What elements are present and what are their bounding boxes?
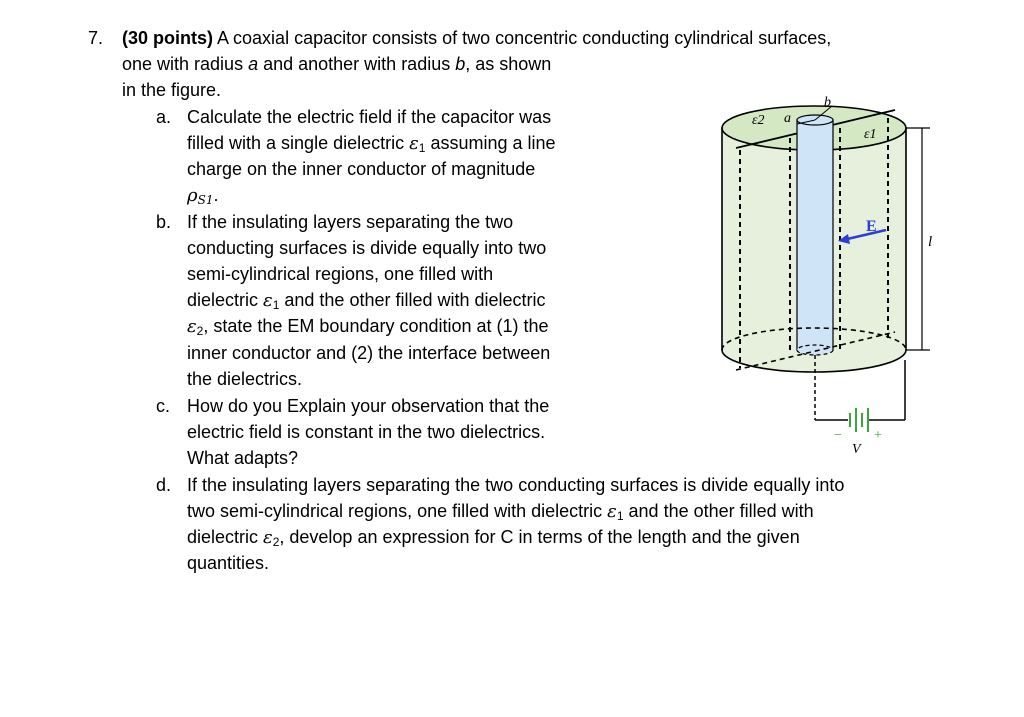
part-b-line-1: If the insulating layers separating the … bbox=[187, 212, 514, 232]
epsilon-symbol: ε bbox=[607, 501, 617, 522]
label-e: E bbox=[866, 218, 877, 235]
intro-text: and another with radius bbox=[258, 54, 456, 74]
subscript: 2 bbox=[272, 535, 280, 549]
part-d-letter: d. bbox=[156, 475, 172, 495]
text: , develop an expression for C in terms o… bbox=[279, 527, 800, 547]
question-intro-line-1: (30 points) A coaxial capacitor consists… bbox=[122, 28, 831, 49]
e-field-arrowhead bbox=[838, 234, 850, 244]
inner-conductor bbox=[796, 119, 834, 351]
epsilon-symbol: ε bbox=[263, 527, 273, 548]
var-b: b bbox=[455, 54, 466, 74]
coaxial-capacitor-figure: ε2 a b ε1 E l − + V bbox=[721, 95, 932, 457]
text: filled with a single dielectric bbox=[187, 133, 410, 153]
var-a: a bbox=[248, 54, 259, 74]
epsilon-symbol: ε bbox=[263, 290, 273, 311]
radius-a-line bbox=[796, 119, 816, 125]
rho-symbol: ρ bbox=[187, 185, 198, 206]
label-eps2: ε2 bbox=[752, 113, 765, 128]
subscript: S1 bbox=[197, 193, 214, 207]
inner-conductor-bottom bbox=[796, 344, 834, 356]
question-intro-line-3: in the figure. bbox=[122, 80, 222, 100]
label-b: b bbox=[824, 95, 831, 110]
label-l: l bbox=[928, 234, 932, 250]
subscript: 2 bbox=[196, 324, 204, 338]
part-b-line-3: semi-cylindrical regions, one filled wit… bbox=[187, 264, 494, 284]
subscript: 1 bbox=[272, 298, 280, 312]
question-number: 7. bbox=[88, 28, 104, 48]
text: , state the EM boundary condition at (1)… bbox=[203, 316, 549, 336]
part-c-line-1: How do you Explain your observation that… bbox=[187, 396, 550, 416]
part-a-letter: a. bbox=[156, 107, 172, 127]
subscript: 1 bbox=[616, 509, 624, 523]
text: and the other filled with bbox=[623, 501, 814, 521]
label-plus: + bbox=[874, 428, 882, 443]
text: assuming a line bbox=[425, 133, 556, 153]
part-c-line-3: What adapts? bbox=[187, 448, 299, 468]
question-intro-text-1: A coaxial capacitor consists of two conc… bbox=[213, 28, 832, 48]
part-c-letter: c. bbox=[156, 396, 171, 416]
epsilon-symbol: ε bbox=[187, 316, 197, 337]
intro-text: one with radius bbox=[122, 54, 249, 74]
label-a: a bbox=[784, 111, 791, 126]
text: . bbox=[213, 185, 219, 205]
e-field-arrow bbox=[842, 228, 887, 242]
part-d-line-1: If the insulating layers separating the … bbox=[187, 475, 845, 495]
part-b-line-6: inner conductor and (2) the interface be… bbox=[187, 343, 551, 363]
part-b-line-4: dielectric ε1 and the other filled with … bbox=[187, 290, 546, 312]
question-points: (30 points) bbox=[122, 28, 214, 48]
part-a-line-1: Calculate the electric field if the capa… bbox=[187, 107, 552, 127]
bottom-back-arc bbox=[721, 327, 907, 351]
epsilon-symbol: ε bbox=[409, 133, 419, 154]
part-a-line-2: filled with a single dielectric ε1 assum… bbox=[187, 133, 556, 155]
part-b-line-5: ε2, state the EM boundary condition at (… bbox=[187, 316, 549, 338]
part-b-line-7: the dielectrics. bbox=[187, 369, 303, 389]
part-a-line-3: charge on the inner conductor of magnitu… bbox=[187, 159, 536, 179]
part-d-line-3: dielectric ε2, develop an expression for… bbox=[187, 527, 800, 549]
question-intro-line-2: one with radius a and another with radiu… bbox=[122, 54, 551, 75]
bottom-divider bbox=[735, 331, 896, 371]
text: and the other filled with dielectric bbox=[279, 290, 546, 310]
text: two semi-cylindrical regions, one filled… bbox=[187, 501, 608, 521]
part-b-line-2: conducting surfaces is divide equally in… bbox=[187, 238, 547, 258]
text: dielectric bbox=[187, 527, 264, 547]
part-a-line-4: ρS1. bbox=[187, 185, 218, 207]
intro-text: , as shown bbox=[465, 54, 552, 74]
text: dielectric bbox=[187, 290, 264, 310]
radius-b-line bbox=[814, 105, 833, 121]
part-b-letter: b. bbox=[156, 212, 172, 232]
label-v: V bbox=[852, 442, 862, 457]
part-d-line-2: two semi-cylindrical regions, one filled… bbox=[187, 501, 814, 523]
part-d-line-4: quantities. bbox=[187, 553, 270, 573]
subscript: 1 bbox=[418, 141, 426, 155]
part-c-line-2: electric field is constant in the two di… bbox=[187, 422, 546, 442]
label-minus: − bbox=[834, 428, 842, 443]
label-eps1: ε1 bbox=[864, 127, 877, 142]
